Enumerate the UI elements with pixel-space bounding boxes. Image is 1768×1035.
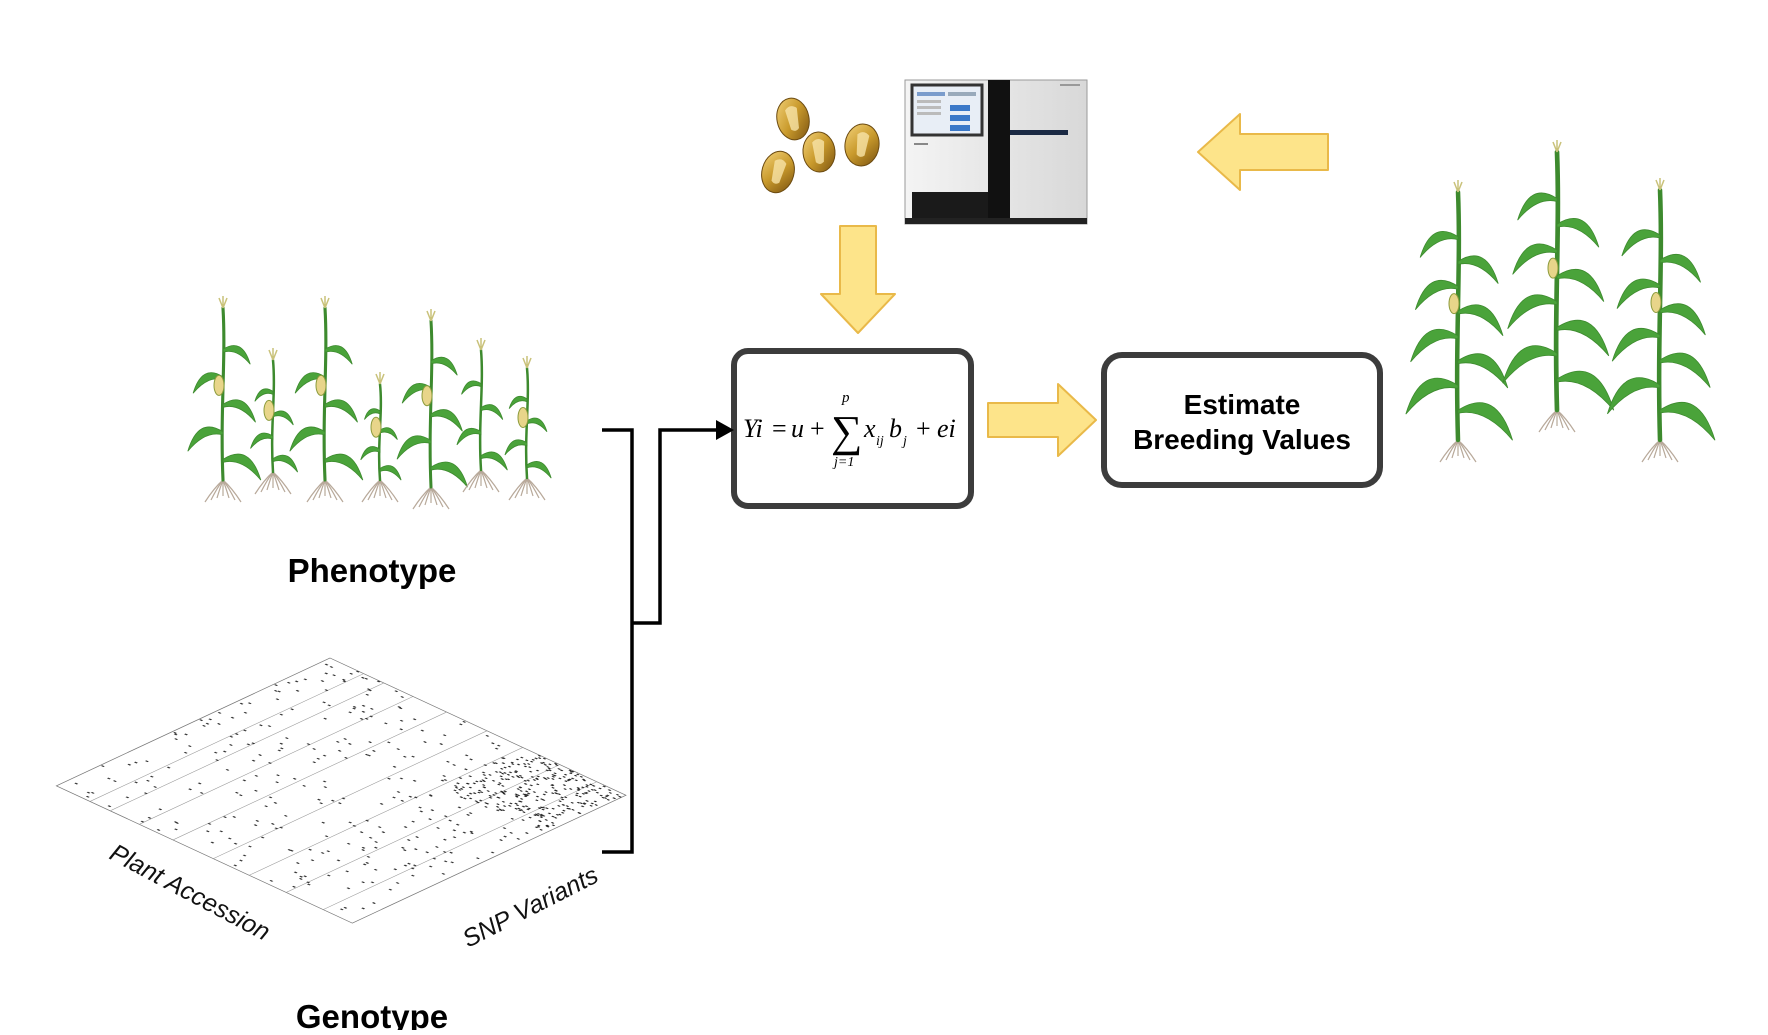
equation-b-sub: j	[901, 434, 907, 449]
equation-x-sub: ij	[876, 434, 884, 449]
genotype-label: Genotype	[296, 998, 448, 1030]
equation-e: ei	[937, 414, 956, 443]
maize-plant-icon	[396, 309, 468, 510]
output-line2: Breeding Values	[1133, 424, 1351, 455]
equation-x: x	[863, 414, 876, 443]
snp-matrix-icon	[55, 657, 627, 924]
maize-plant-icon	[504, 356, 552, 501]
equation-plus2: +	[916, 414, 931, 443]
snp-variants-label: SNP Variants	[458, 861, 603, 953]
equation-box: Yi = u + p ∑ j=1 x ij b j + ei	[731, 348, 974, 509]
maize-plant-icon	[187, 296, 262, 503]
corn-kernels-icon	[761, 97, 880, 194]
maize-plant-icon	[456, 338, 508, 493]
phenotype-plants-icon	[187, 296, 552, 510]
maize-plant-icon	[289, 296, 364, 503]
mature-plants-icon	[1405, 140, 1716, 463]
down-arrow-icon	[820, 225, 896, 334]
snp-matrix-sheet	[55, 657, 627, 924]
right-arrow-icon	[987, 383, 1097, 457]
equation-u: u	[791, 414, 804, 443]
output-line1: Estimate	[1184, 389, 1301, 420]
maize-plant-icon	[1502, 140, 1615, 433]
left-arrow-icon	[1197, 113, 1329, 191]
equation-plus1: +	[810, 414, 825, 443]
maize-plant-icon	[1405, 180, 1513, 463]
equation-sum-lower: j=1	[832, 455, 854, 470]
equation-sum-symbol: ∑	[831, 407, 862, 456]
breeding-values-box: Estimate Breeding Values	[1101, 352, 1383, 488]
connector-lines	[602, 420, 734, 854]
equation-b: b	[889, 414, 902, 443]
equation-lhs: Yi	[743, 414, 763, 443]
dna-sequencer-icon	[904, 79, 1088, 225]
phenotype-label: Phenotype	[288, 552, 457, 589]
maize-plant-icon	[250, 348, 299, 495]
maize-plant-icon	[1607, 178, 1716, 463]
maize-plant-icon	[360, 372, 402, 503]
equation-equals: =	[772, 414, 787, 443]
equation-sum-upper: p	[841, 390, 850, 406]
